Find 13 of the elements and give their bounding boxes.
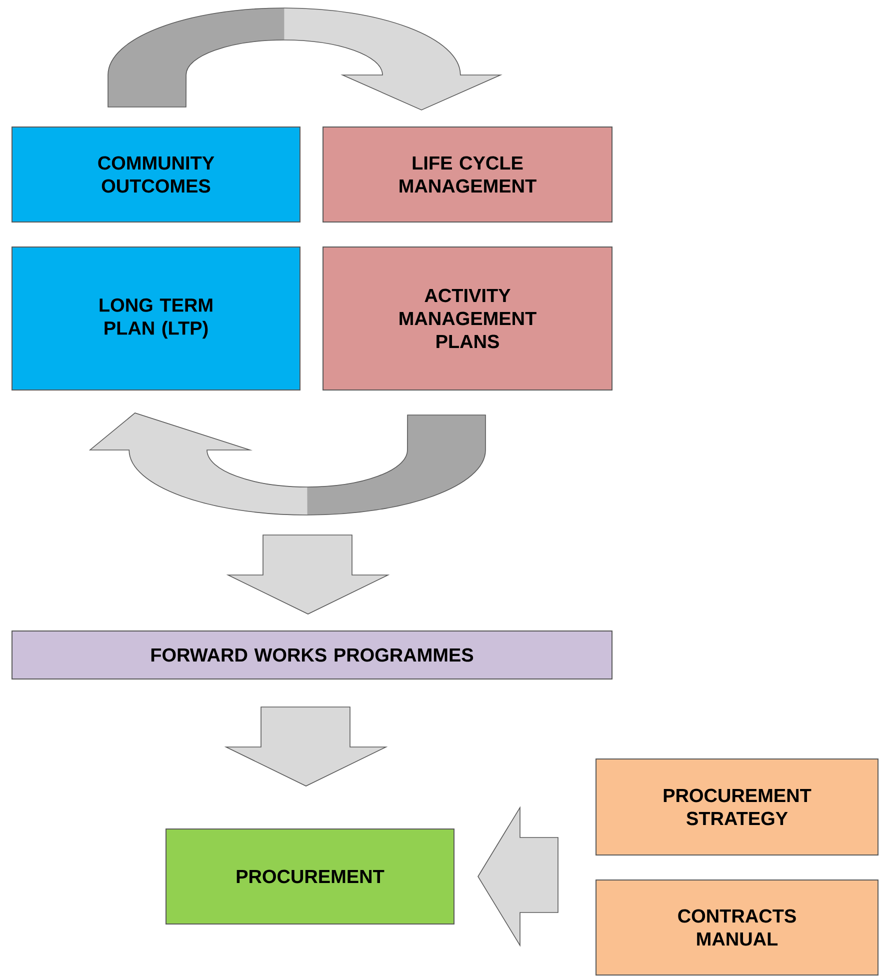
block-arrow xyxy=(226,534,390,614)
process-box: COMMUNITY OUTCOMES xyxy=(12,126,300,222)
process-box: PROCUREMENT STRATEGY xyxy=(596,758,879,856)
process-box: CONTRACTS MANUAL xyxy=(596,880,879,976)
process-box: LIFE CYCLE MANAGEMENT xyxy=(322,126,612,222)
curved-arrow xyxy=(108,8,501,110)
process-box: ACTIVITY MANAGEMENT PLANS xyxy=(322,246,612,390)
process-box: FORWARD WORKS PROGRAMMES xyxy=(12,630,612,680)
curved-arrow xyxy=(90,412,486,516)
block-arrow xyxy=(224,706,388,786)
process-box: PROCUREMENT xyxy=(166,828,454,924)
process-box: LONG TERM PLAN (LTP) xyxy=(12,246,300,390)
block-arrow xyxy=(478,806,558,947)
